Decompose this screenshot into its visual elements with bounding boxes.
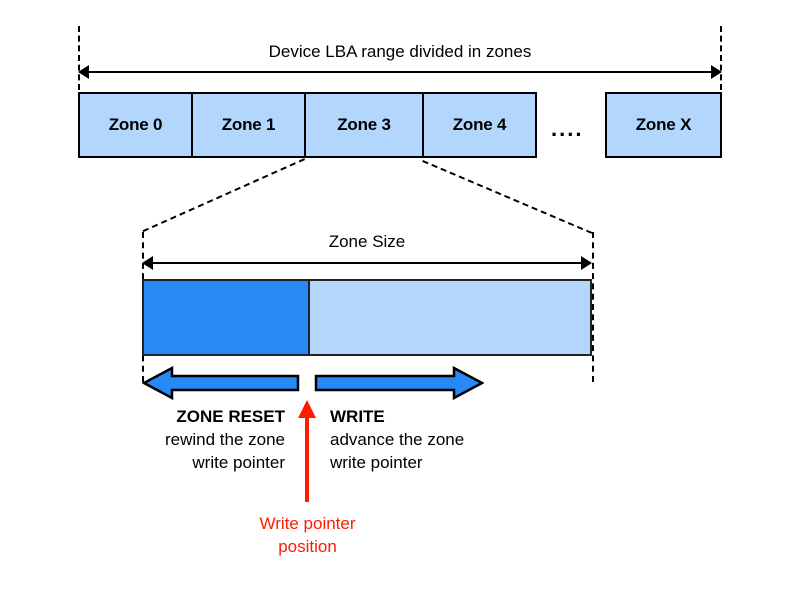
zone-strip-ellipsis: ....	[551, 116, 584, 141]
device-lba-range-title: Device LBA range divided in zones	[268, 42, 532, 61]
callout-diagonal-right	[422, 160, 593, 234]
arrow-head-right-icon	[581, 256, 592, 270]
zone-reset-desc-line-1: rewind the zone	[164, 430, 285, 449]
arrow-head-left-icon	[78, 65, 89, 79]
zone-capacity-bar	[142, 279, 592, 356]
lba-range-left-dashed-marker	[78, 26, 80, 90]
zone-reset-label-group: ZONE RESET rewind the zone write pointer	[85, 405, 285, 474]
zone-box-3[interactable]: Zone 3	[304, 92, 424, 158]
write-label-group: WRITE advance the zone write pointer	[330, 405, 550, 474]
zone-box-label: Zone 4	[452, 115, 507, 134]
write-pointer-caption: Write pointer position	[180, 512, 435, 558]
zone-box-4[interactable]: Zone 4	[422, 92, 537, 158]
zone-detail-right-dashed-marker	[592, 232, 594, 382]
callout-diagonal-left	[142, 158, 305, 233]
lba-range-span-arrow	[78, 65, 722, 79]
arrow-head-right-icon	[711, 65, 722, 79]
lba-range-right-dashed-marker	[720, 26, 722, 90]
write-desc-line-2: write pointer	[330, 453, 423, 472]
write-title: WRITE	[330, 407, 385, 426]
zone-box-label: Zone 0	[108, 115, 163, 134]
zone-box-1[interactable]: Zone 1	[191, 92, 306, 158]
write-arrow-icon	[314, 366, 484, 400]
write-pointer-caption-line-2: position	[278, 537, 337, 556]
arrow-shaft	[150, 262, 584, 264]
write-pointer-arrow-icon	[296, 400, 318, 502]
zone-box-0[interactable]: Zone 0	[78, 92, 193, 158]
zone-size-label: Zone Size	[328, 232, 406, 251]
zone-reset-title: ZONE RESET	[176, 407, 285, 426]
arrow-head-left-icon	[142, 256, 153, 270]
arrow-shaft	[86, 71, 714, 73]
zone-box-label: Zone X	[635, 115, 692, 134]
zone-box-x[interactable]: Zone X	[605, 92, 722, 158]
zone-reset-arrow-icon	[142, 366, 300, 400]
zone-unwritten-region	[308, 281, 590, 354]
zone-reset-desc-line-2: write pointer	[192, 453, 285, 472]
zone-written-region	[144, 281, 308, 354]
write-desc-line-1: advance the zone	[330, 430, 465, 449]
write-pointer-caption-line-1: Write pointer	[259, 514, 356, 533]
zone-size-span-arrow	[142, 256, 592, 270]
zone-box-label: Zone 3	[337, 115, 391, 134]
zone-box-label: Zone 1	[221, 115, 276, 134]
